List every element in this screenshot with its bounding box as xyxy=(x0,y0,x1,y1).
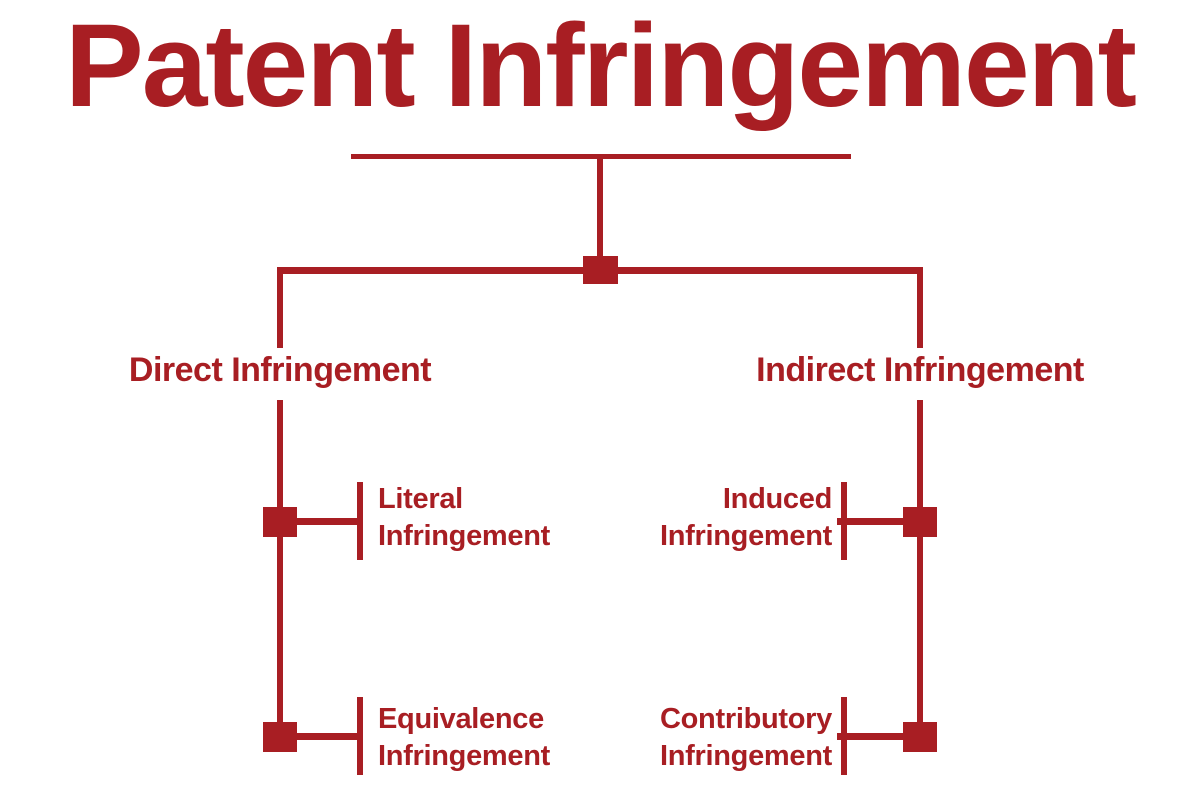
node-square-contributory xyxy=(903,722,937,752)
page-title: Patent Infringement xyxy=(65,0,1137,132)
divider-bar-literal xyxy=(357,482,363,560)
branch-label-direct: Direct Infringement xyxy=(128,351,432,389)
leaf-label-equivalence-line1: Equivalence xyxy=(378,703,544,735)
leaf-label-induced-line2: Infringement xyxy=(659,520,832,552)
connector-contributory xyxy=(837,733,903,740)
leaf-label-contributory: Contributory Infringement xyxy=(512,701,832,775)
divider-bar-induced xyxy=(841,482,847,560)
node-square-literal xyxy=(263,507,297,537)
leaf-label-equivalence-line2: Infringement xyxy=(378,740,551,772)
divider-bar-contributory xyxy=(841,697,847,775)
branch-label-indirect: Indirect Infringement xyxy=(756,351,1084,389)
title-underline xyxy=(351,154,851,159)
leaf-label-induced-line1: Induced xyxy=(722,483,832,515)
connector-equivalence xyxy=(297,733,363,740)
leaf-label-literal: Literal Infringement xyxy=(378,481,698,555)
leaf-label-literal-line1: Literal xyxy=(378,483,463,515)
indirect-branch-line-upper xyxy=(917,272,923,348)
branch-horizontal-line xyxy=(277,267,923,274)
node-square-induced xyxy=(903,507,937,537)
leaf-label-contributory-line1: Contributory xyxy=(660,703,832,735)
node-square-equivalence xyxy=(263,722,297,752)
root-stem-line xyxy=(597,158,603,257)
direct-branch-line-lower xyxy=(277,400,283,730)
connector-literal xyxy=(297,518,363,525)
leaf-label-equivalence: Equivalence Infringement xyxy=(378,701,698,775)
connector-induced xyxy=(837,518,903,525)
leaf-label-contributory-line2: Infringement xyxy=(659,740,832,772)
leaf-label-literal-line2: Infringement xyxy=(378,520,551,552)
indirect-branch-line-lower xyxy=(917,400,923,730)
leaf-label-induced: Induced Infringement xyxy=(512,481,832,555)
divider-bar-equivalence xyxy=(357,697,363,775)
direct-branch-line-upper xyxy=(277,272,283,348)
